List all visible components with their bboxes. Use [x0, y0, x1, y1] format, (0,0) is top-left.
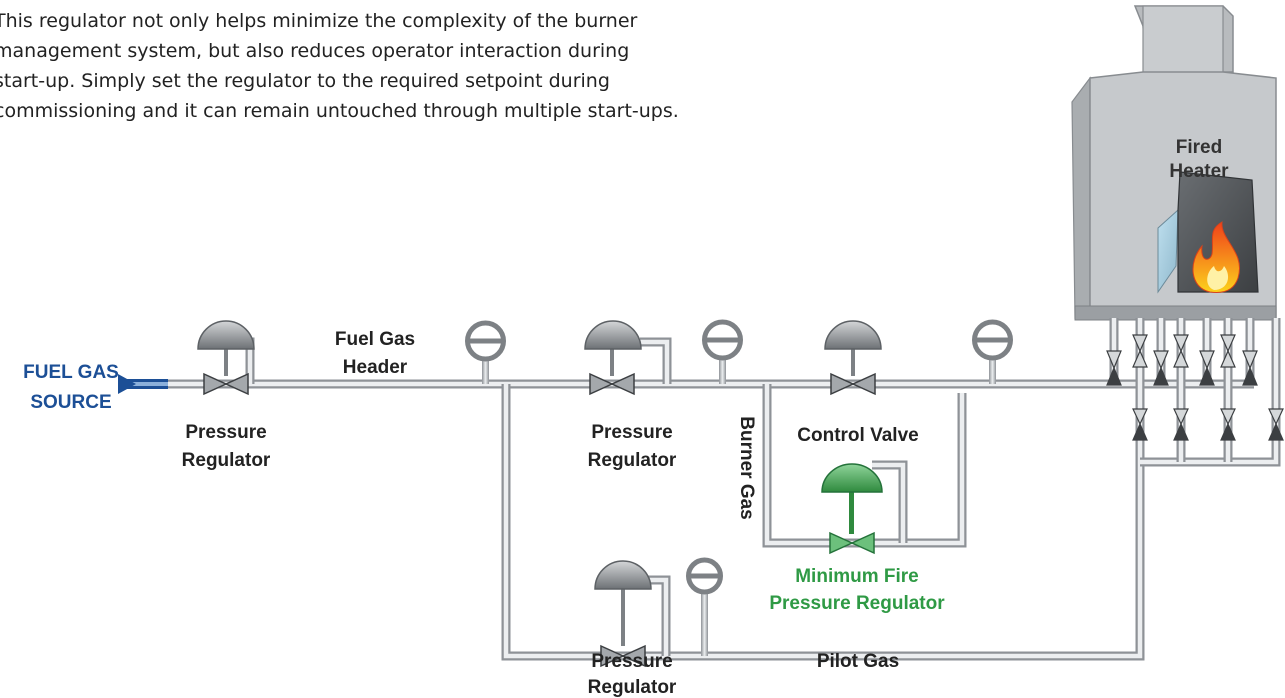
regulator-actuator-icon: [821, 463, 883, 493]
valve-icon: [1106, 350, 1122, 386]
regulator-actuator-icon: [584, 320, 642, 350]
source-label-line2: SOURCE: [30, 392, 111, 413]
regulator-actuator-icon: [197, 320, 255, 350]
intro-line: start-up. Simply set the regulator to th…: [0, 70, 610, 92]
valve-icon: [1242, 350, 1258, 386]
reg3-label-line2: Regulator: [588, 677, 677, 698]
valve-icon: [1132, 408, 1148, 441]
valve-icon: [1220, 334, 1236, 368]
reg1-label-line1: Pressure: [185, 422, 266, 443]
intro-line: This regulator not only helps minimize t…: [0, 10, 638, 32]
fired-heater: Fired Heater: [1071, 5, 1277, 321]
firebox-wall: [1157, 208, 1179, 294]
pilot-valves: [1132, 408, 1284, 441]
intro-paragraph: This regulator not only helps minimize t…: [0, 6, 784, 126]
valve-icon: [1153, 350, 1169, 386]
heater-label-line1: Fired: [1176, 137, 1222, 158]
burner-gas-label: Burner Gas: [736, 416, 757, 519]
pilot-manifold-pipe: [1140, 378, 1281, 467]
valve-icon: [830, 372, 876, 396]
regulator-actuator-icon: [594, 560, 652, 590]
reg2-sense-line: [640, 337, 672, 384]
intro-line: commissioning and it can remain untouche…: [0, 100, 679, 122]
heater-stack-face: [1142, 5, 1224, 75]
valve-icon: [1220, 408, 1236, 441]
reg1-label-line2: Regulator: [182, 450, 271, 471]
intro-line: management system, but also reduces oper…: [0, 40, 630, 62]
valve-icon: [1268, 408, 1284, 441]
valve-icon: [203, 372, 249, 396]
pressure-gauge-icon: [702, 319, 743, 384]
pilot-gas-label: Pilot Gas: [817, 651, 899, 672]
burner-valves: [1106, 334, 1258, 386]
minimum-fire-pressure-regulator: [821, 463, 883, 555]
flame-icon: [1192, 221, 1240, 293]
control-valve-label: Control Valve: [797, 425, 918, 446]
valve-icon: [589, 372, 635, 396]
min-fire-label-line1: Minimum Fire: [795, 566, 919, 587]
valve-icon: [829, 531, 875, 555]
min-fire-label-line2: Pressure Regulator: [769, 593, 945, 614]
control-valve: [824, 320, 882, 396]
valve-actuator-icon: [824, 320, 882, 350]
bypass-loop-pipe: [762, 384, 967, 548]
valve-icon: [600, 644, 646, 668]
reg3-label-line1: Pressure: [591, 651, 672, 672]
fuel-gas-source-arrow: [118, 374, 168, 394]
valve-icon: [1173, 408, 1189, 441]
reg2-label-line1: Pressure: [591, 422, 672, 443]
heater-base: [1074, 305, 1277, 321]
valve-icon: [1173, 334, 1189, 368]
pressure-regulator-3: [594, 560, 652, 668]
reg2-label-line2: Regulator: [588, 450, 677, 471]
pressure-gauge-icon: [465, 320, 506, 384]
source-label-line1: FUEL GAS: [23, 362, 119, 383]
valve-icon: [1199, 350, 1215, 386]
header-label-line2: Header: [343, 357, 408, 378]
valve-icon: [1132, 334, 1148, 368]
pressure-gauge-icon: [686, 557, 723, 656]
pressure-gauge-icon: [972, 319, 1013, 384]
pressure-regulator-1: [197, 320, 255, 396]
header-label-line1: Fuel Gas: [335, 329, 415, 350]
heater-body-side: [1071, 76, 1091, 319]
heater-label-line2: Heater: [1169, 161, 1229, 182]
reg3-sense-line: [640, 575, 671, 656]
pressure-regulator-2: [584, 320, 642, 396]
